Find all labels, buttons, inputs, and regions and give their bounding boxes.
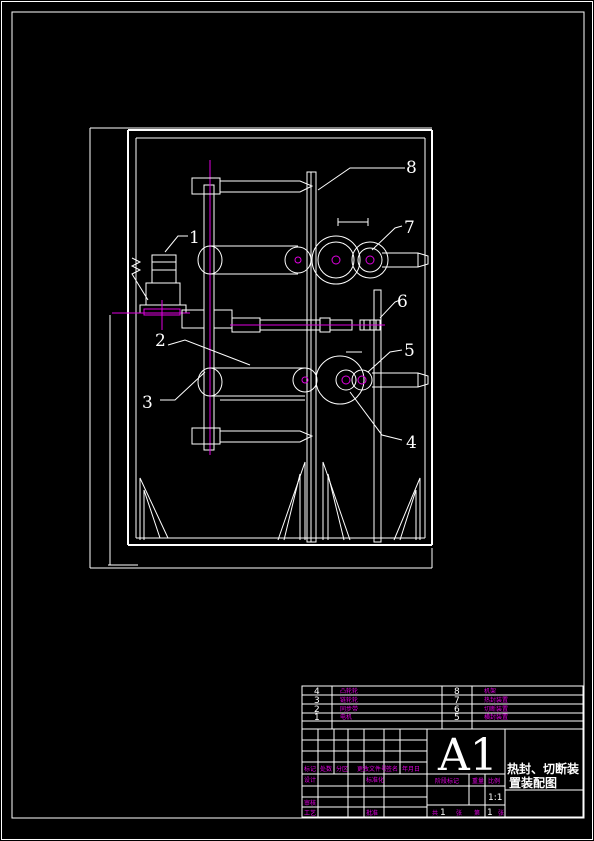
part-name: 横封装置 xyxy=(484,713,508,721)
label-signature: 签名 xyxy=(386,765,398,773)
part-no: 8 xyxy=(454,687,460,697)
part-no: 1 xyxy=(314,713,320,723)
cross-seal-rollers xyxy=(315,351,429,405)
part-no: 5 xyxy=(454,713,460,723)
svg-text:1: 1 xyxy=(440,808,446,818)
title-block xyxy=(301,685,584,818)
title-block-labels: 标记 处数 分区 更改文件号 签名 年月日 设计 标准化 阶段标记 重量 比例 … xyxy=(304,765,500,817)
sheet-count: 共 1 张 第 1 张 xyxy=(432,808,504,818)
part-name: 同步带 xyxy=(340,705,358,713)
callout-8: 8 xyxy=(406,158,417,178)
callout-6: 6 xyxy=(397,292,408,312)
part-name: 热封装置 xyxy=(484,696,508,704)
label-change-doc: 更改文件号 xyxy=(357,765,387,773)
dimension-lines xyxy=(89,127,433,569)
part-no: 2 xyxy=(314,705,320,715)
callout-7: 7 xyxy=(404,218,415,238)
part-name: 凸轮轮 xyxy=(340,687,358,695)
sheet-size: A1 xyxy=(437,730,498,781)
drawing-title-line2: 置装配图 xyxy=(509,775,557,790)
part-no: 4 xyxy=(314,687,320,697)
leader-lines xyxy=(160,167,405,441)
label-count: 处数 xyxy=(320,765,332,773)
label-scale: 比例 xyxy=(488,777,500,785)
support-arms xyxy=(191,177,314,445)
callout-5: 5 xyxy=(404,341,415,361)
label-weight: 重量 xyxy=(472,777,484,785)
inner-border xyxy=(11,11,585,819)
part-name: 电机 xyxy=(340,713,352,721)
callout-1: 1 xyxy=(189,228,200,248)
label-zone: 分区 xyxy=(336,765,348,773)
upper-belt xyxy=(197,245,312,275)
label-review: 审核 xyxy=(304,799,316,807)
svg-text:1: 1 xyxy=(487,808,493,818)
scale-value: 1:1 xyxy=(488,793,502,803)
svg-text:张: 张 xyxy=(498,809,504,817)
part-name: 切断装置 xyxy=(484,705,508,713)
part-name: 链轮轮 xyxy=(340,696,358,704)
svg-text:共: 共 xyxy=(432,809,438,817)
label-process: 工艺 xyxy=(304,809,316,817)
part-name: 机架 xyxy=(484,687,496,695)
parts-list: 4 凸轮轮 3 链轮轮 2 同步带 1 电机 8 机架 7 热封装置 6 切断装… xyxy=(314,687,508,723)
svg-text:第: 第 xyxy=(474,809,480,817)
part-no: 7 xyxy=(454,696,460,706)
callout-labels: 1 2 3 4 5 6 7 8 xyxy=(142,158,417,453)
part-no: 3 xyxy=(314,696,320,706)
label-approve: 批准 xyxy=(366,809,378,817)
label-design: 设计 xyxy=(304,776,316,784)
heat-seal-rollers xyxy=(311,218,429,285)
label-mark: 标记 xyxy=(304,765,316,773)
part-no: 6 xyxy=(454,705,460,715)
callout-2: 2 xyxy=(155,331,166,351)
lower-belt xyxy=(197,367,318,401)
drawing-title-line1: 热封、切断装 xyxy=(507,761,579,776)
machine-frame xyxy=(127,129,433,546)
callout-3: 3 xyxy=(142,393,153,413)
label-stage: 阶段标记 xyxy=(435,777,459,785)
motor xyxy=(112,254,190,330)
label-date: 年月日 xyxy=(402,765,420,773)
callout-4: 4 xyxy=(406,433,417,453)
vertical-columns xyxy=(203,160,382,543)
svg-text:张: 张 xyxy=(456,809,462,817)
cutting-shaft xyxy=(181,309,385,333)
label-standard: 标准化 xyxy=(366,776,384,784)
